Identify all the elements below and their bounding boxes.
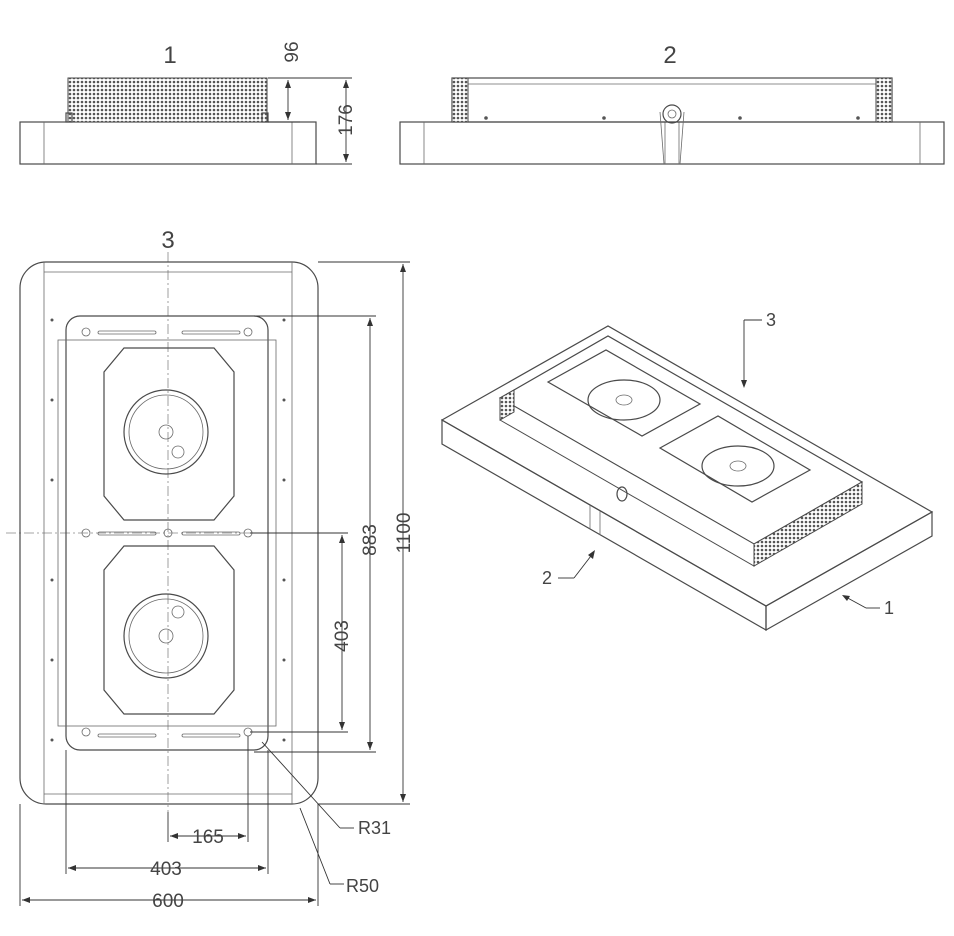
- mesh-filter-side: [67, 77, 268, 123]
- dim-96: 96: [282, 41, 303, 62]
- dim-403-vertical: 403: [332, 620, 353, 652]
- view-3-top: 3: [6, 227, 415, 912]
- iso-base-top: [440, 325, 934, 607]
- isometric-view: 3 2 1: [440, 310, 934, 632]
- view-1-label: 1: [163, 42, 176, 69]
- dim-176: 176: [336, 104, 357, 136]
- fan-module-upper: [103, 347, 235, 521]
- dim-600: 600: [152, 891, 184, 912]
- callout-2: 2: [542, 568, 552, 588]
- base-side: [19, 121, 317, 165]
- base-front: [399, 121, 945, 165]
- dim-r50: R50: [346, 876, 379, 896]
- view-3-label: 3: [161, 227, 174, 254]
- callout-3: 3: [766, 310, 776, 330]
- callout-1: 1: [884, 598, 894, 618]
- view-2-label: 2: [663, 42, 676, 69]
- dim-165: 165: [192, 827, 224, 848]
- view-2-front: 2: [399, 42, 945, 165]
- housing-front: [451, 77, 893, 123]
- dim-1100: 1100: [394, 513, 415, 554]
- view-1-side: 1 96 176: [19, 41, 357, 165]
- dim-r31: R31: [358, 818, 391, 838]
- fan-module-lower: [103, 545, 235, 715]
- dim-883: 883: [360, 524, 381, 556]
- dim-403-horizontal: 403: [150, 859, 182, 880]
